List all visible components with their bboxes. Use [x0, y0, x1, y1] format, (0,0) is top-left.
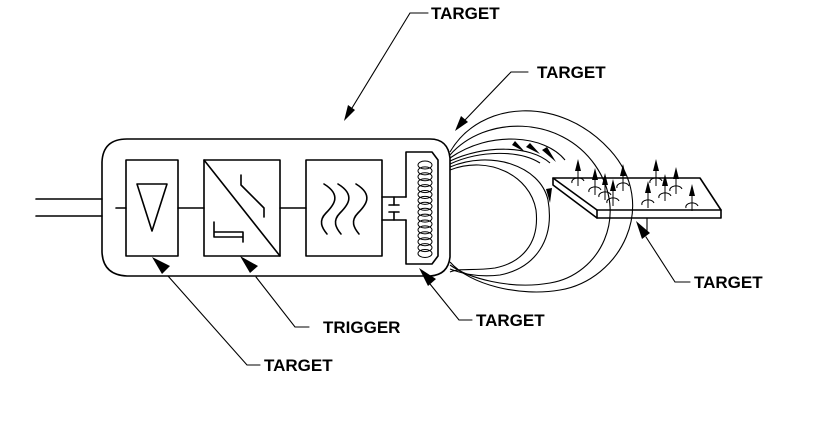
coil-loop [417, 237, 433, 247]
coil-loop [417, 160, 433, 170]
magnetic-field-lines [449, 110, 634, 293]
leader-lines [152, 12, 691, 366]
coil-loop [417, 184, 433, 194]
capacitor-icon [381, 196, 407, 221]
triangle-icon [136, 183, 168, 232]
target-plate [552, 177, 722, 219]
eddy-current-arrow [588, 168, 602, 195]
coil-loop [417, 201, 433, 211]
label-trigger: TRIGGER [323, 318, 400, 337]
coil-loop [417, 178, 433, 188]
sine-waves-icon [320, 183, 368, 235]
coil-loop [417, 172, 433, 182]
eddy-current-arrow [685, 184, 699, 211]
label-top-field: TARGET [537, 63, 606, 82]
inductor-coil-icon [417, 160, 433, 258]
coil-loop [417, 243, 433, 253]
coil-loop [417, 219, 433, 229]
coil-loop [417, 190, 433, 199]
coil-loop [417, 166, 433, 176]
label-target-plate: TARGET [694, 273, 763, 292]
field-arrowheads [512, 141, 556, 203]
coil-loop [417, 231, 433, 241]
eddy-current-arrow [616, 164, 630, 191]
schmitt-trigger-icon [240, 174, 265, 218]
coil-loop [417, 207, 433, 217]
amplifier-block [125, 159, 179, 257]
label-coil: TARGET [476, 311, 545, 330]
eddy-current-arrow [658, 174, 672, 201]
eddy-current-arrow [606, 179, 620, 206]
coil-loop [417, 225, 433, 235]
input-cable [35, 198, 103, 217]
coil-loop [417, 195, 433, 205]
eddy-current-arrow [669, 167, 683, 194]
converter-block [203, 159, 281, 257]
filter-block [305, 159, 383, 257]
label-top-filter: TARGET [431, 4, 500, 23]
eddy-current-arrow [571, 159, 585, 186]
coil-block [405, 151, 439, 265]
label-amplifier: TARGET [264, 356, 333, 375]
eddy-current-arrow [598, 173, 612, 200]
coil-loop [417, 213, 433, 223]
eddy-current-arrow [649, 159, 663, 186]
coil-loop [417, 249, 433, 258]
eddy-current-icons [571, 159, 699, 211]
eddy-current-arrow [641, 181, 655, 208]
